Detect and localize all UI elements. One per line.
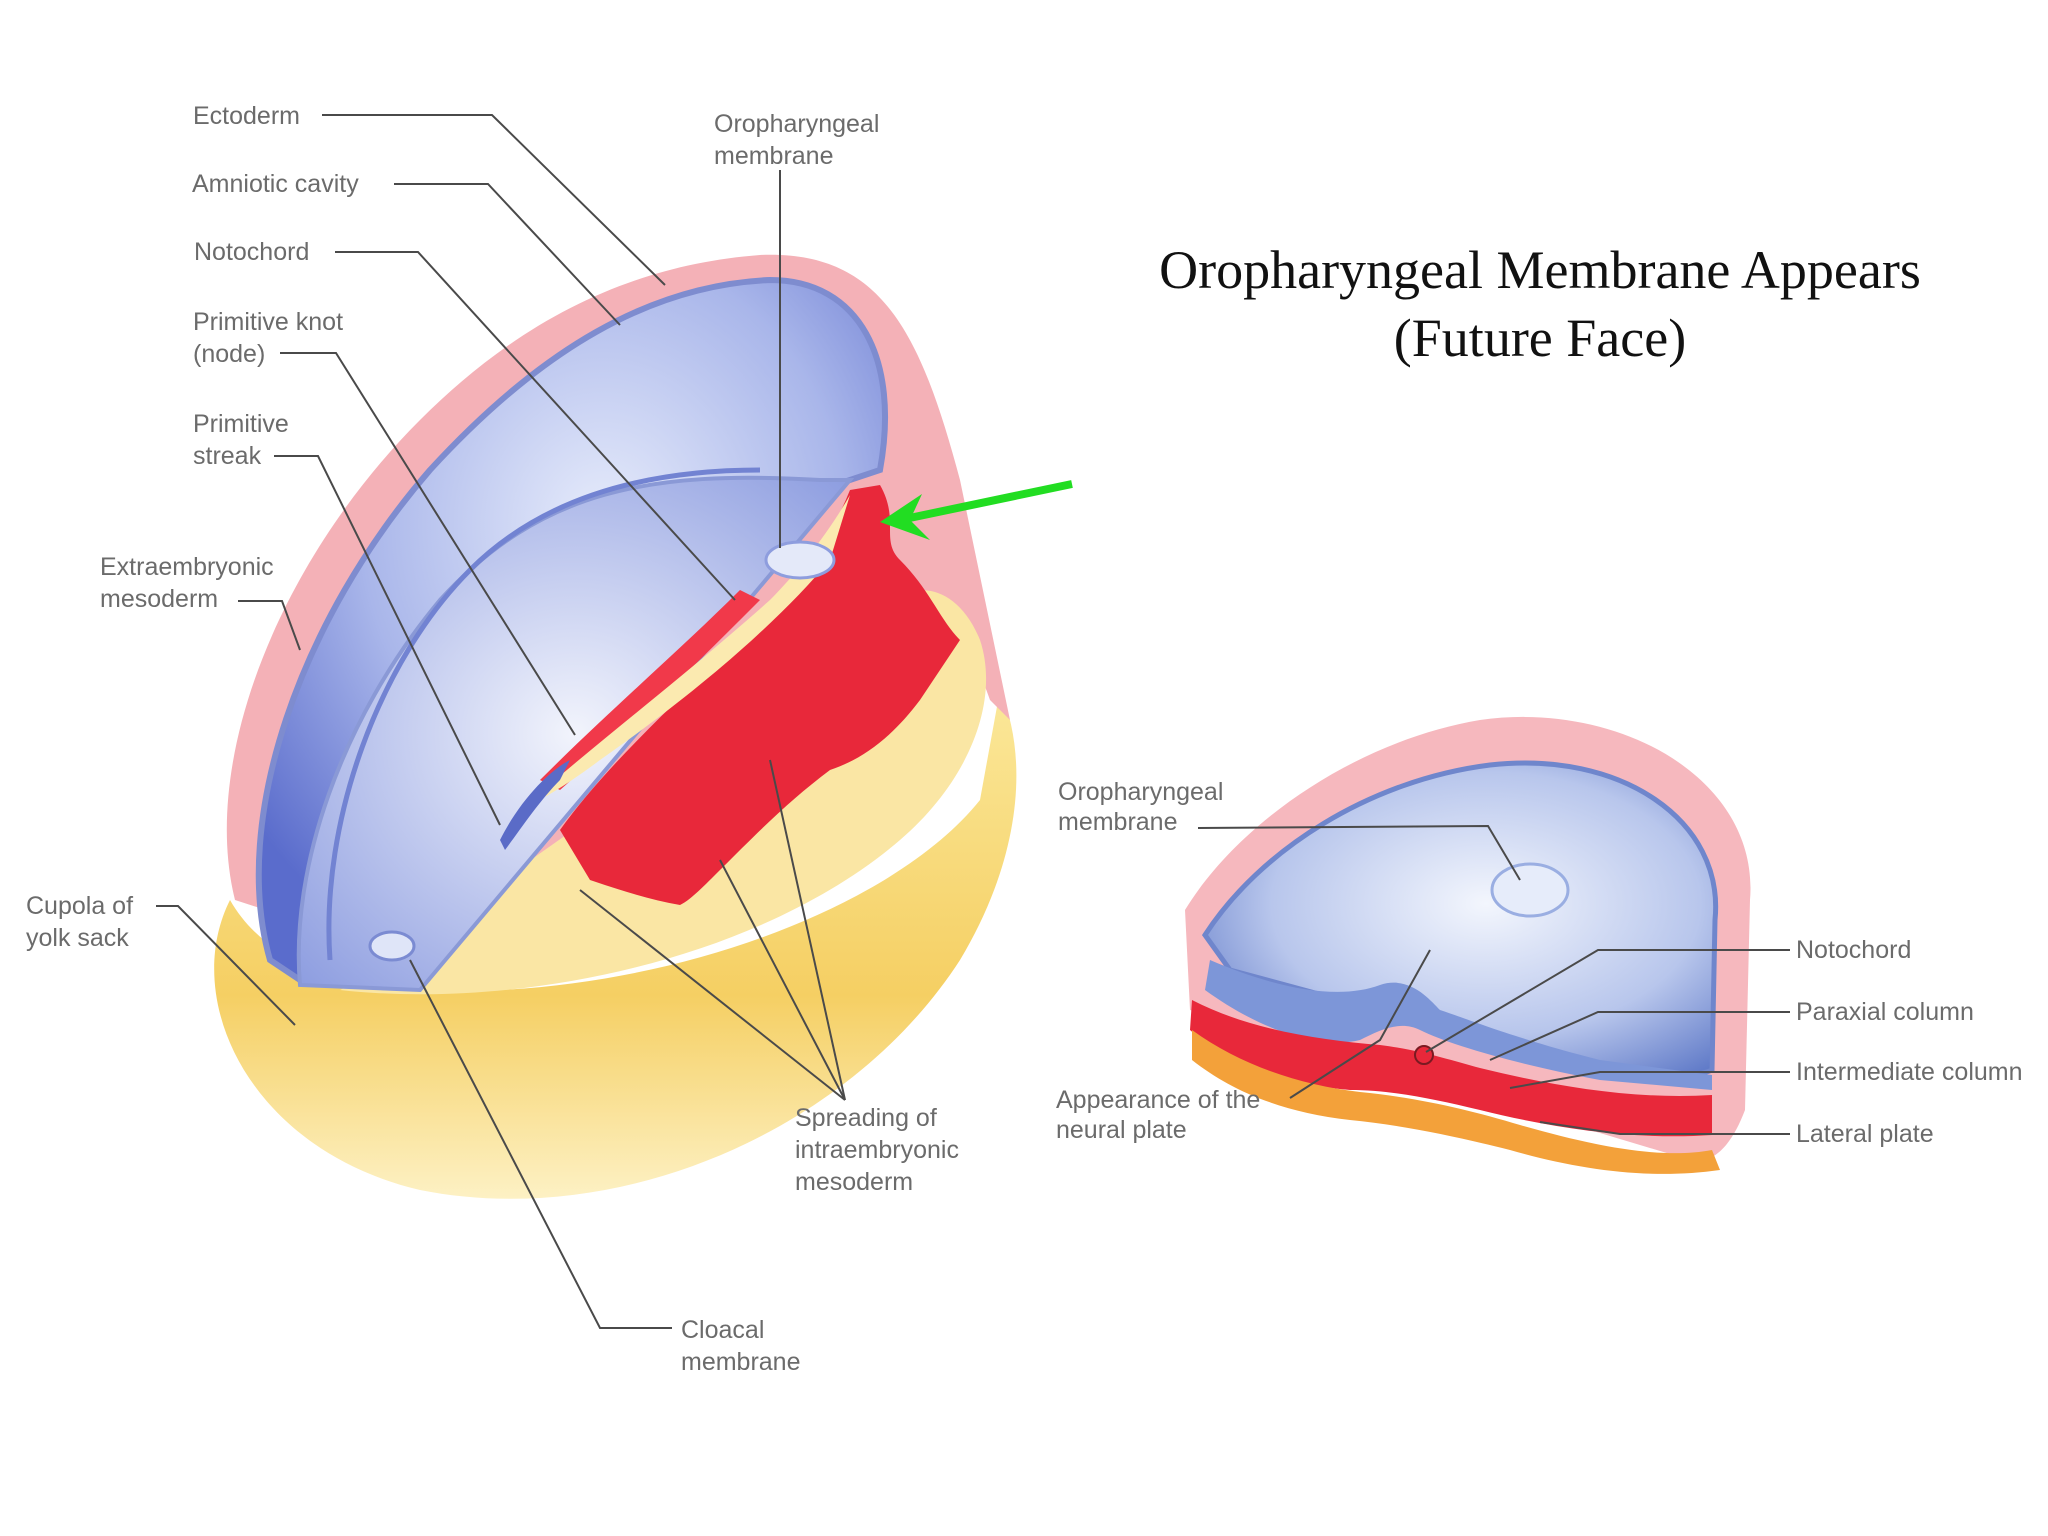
label-extraembryonic-2: mesoderm (100, 585, 218, 613)
label-primitive-streak-1: Primitive (193, 410, 289, 438)
label-amniotic-cavity: Amniotic cavity (192, 170, 359, 198)
right-endoderm-base (1192, 1030, 1720, 1174)
label-neural-plate-1: Appearance of the (1056, 1086, 1260, 1114)
label-neural-plate-2: neural plate (1056, 1116, 1187, 1144)
slide-title-line-1: Oropharyngeal Membrane Appears (1159, 240, 1921, 300)
intraembryonic-mesoderm (560, 485, 960, 905)
yolk-sac-shape (214, 690, 1017, 1199)
label-oropharyngeal-left-2: membrane (714, 142, 834, 170)
label-notochord-left: Notochord (194, 238, 309, 266)
label-oropharyngeal-right-1: Oropharyngeal (1058, 778, 1223, 806)
label-cloacal-1: Cloacal (681, 1316, 764, 1344)
label-cloacal-2: membrane (681, 1348, 801, 1376)
label-spreading-3: mesoderm (795, 1168, 913, 1196)
right-mesoderm-band (1190, 1000, 1712, 1137)
label-primitive-knot-1: Primitive knot (193, 308, 343, 336)
label-cupola-1: Cupola of (26, 892, 133, 920)
left-leader-lines (156, 114, 846, 1329)
right-oropharyngeal-disc (1490, 862, 1570, 918)
label-spreading-2: intraembryonic (795, 1136, 959, 1164)
left-labels: Ectoderm Amniotic cavity Notochord Primi… (26, 102, 959, 1376)
label-lateral-plate: Lateral plate (1796, 1120, 1934, 1148)
label-extraembryonic-1: Extraembryonic (100, 553, 274, 581)
label-oropharyngeal-right-2: membrane (1058, 808, 1178, 836)
cloacal-membrane-pit (368, 930, 416, 962)
green-arrow-shaft (899, 480, 1073, 524)
left-embryo-illustration (214, 254, 1073, 1199)
label-ectoderm: Ectoderm (193, 102, 300, 130)
right-embryo-illustration (1185, 716, 1751, 1174)
label-paraxial-column: Paraxial column (1796, 998, 1974, 1026)
label-primitive-streak-2: streak (193, 442, 262, 470)
label-cupola-2: yolk sack (26, 924, 129, 952)
green-arrow-head (880, 494, 930, 540)
oropharyngeal-pit (764, 540, 836, 580)
label-intermediate-column: Intermediate column (1796, 1058, 2023, 1086)
notochord-strip (540, 590, 760, 790)
label-notochord-right: Notochord (1796, 936, 1911, 964)
disc-ridge (326, 467, 761, 961)
label-spreading-1: Spreading of (795, 1104, 937, 1132)
right-leader-lines (1197, 824, 1790, 1135)
primitive-streak-shape (500, 760, 570, 850)
label-primitive-knot-2: (node) (193, 340, 265, 368)
label-oropharyngeal-left-1: Oropharyngeal (714, 110, 879, 138)
slide-title: Oropharyngeal Membrane Appears (Future F… (1080, 236, 2000, 372)
right-neural-plate (1205, 960, 1712, 1090)
slide-title-line-2: (Future Face) (1393, 308, 1687, 368)
right-labels: Oropharyngeal membrane Appearance of the… (1056, 778, 2023, 1148)
